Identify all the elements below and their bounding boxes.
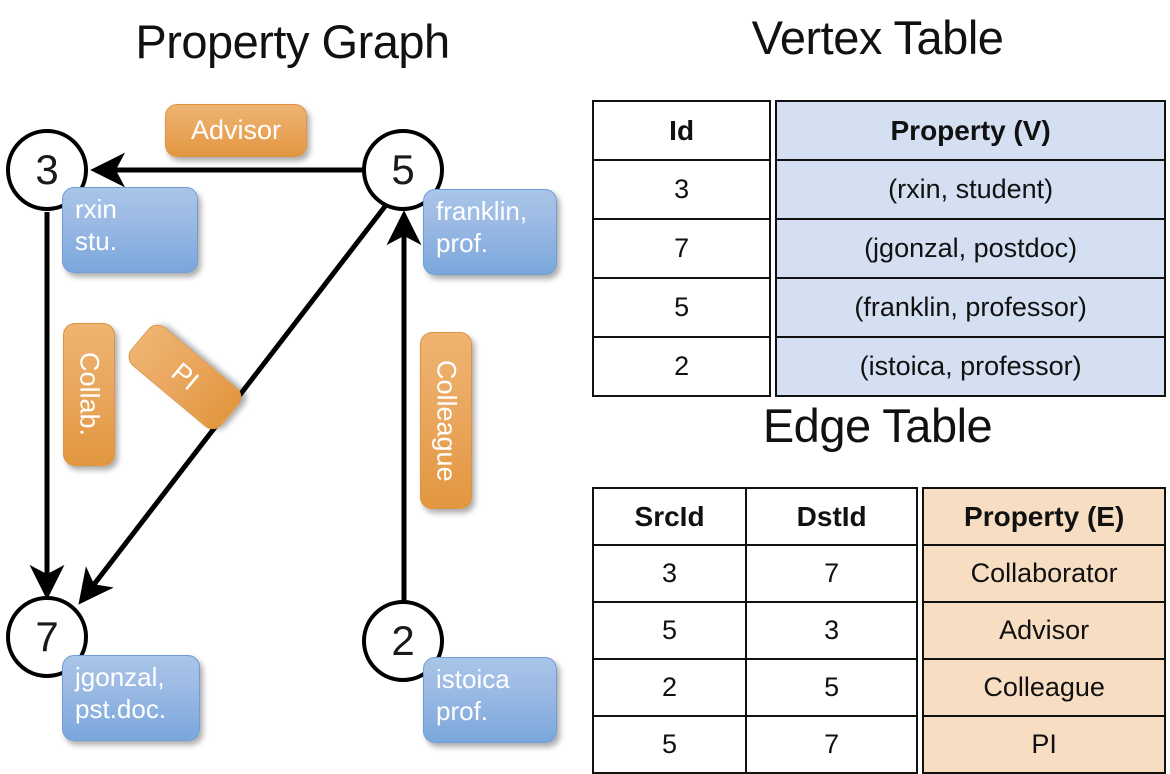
vertex-table-header-id: Id [591,100,772,161]
edge-chip-collab[interactable]: Collab. [63,323,115,466]
vertex-node-5[interactable]: 5 [362,129,444,211]
vertex-chip-istoica-name: istoica [436,664,510,694]
vertex-table-header-row: Id Property (V) [591,100,1166,161]
edge-row-0-dst: 7 [745,544,919,603]
edge-row-2-src: 2 [591,658,748,717]
edge-row-1-src: 5 [591,601,748,660]
vertex-row-3-property: (istoica, professor) [775,336,1166,397]
vertex-table-gap [770,337,777,396]
edge-row-3-property: PI [922,715,1166,774]
edge-table: SrcId DstId Property (E) 3 7 Collaborato… [591,487,1166,774]
vertex-row-2-property: (franklin, professor) [775,277,1166,338]
table-row: 7 (jgonzal, postdoc) [591,218,1166,279]
vertex-table-gap [770,278,777,337]
page-title-edge-table: Edge Table [762,399,993,452]
vertex-chip-franklin-name: franklin, [436,196,528,226]
vertex-chip-rxin-role: stu. [75,225,117,256]
edge-row-1-property: Advisor [922,601,1166,660]
edge-row-0-src: 3 [591,544,748,603]
vertex-node-2[interactable]: 2 [362,600,444,682]
edge-row-2-property: Colleague [922,658,1166,717]
edge-row-0-property: Collaborator [922,544,1166,603]
edge-table-gap [917,659,924,716]
vertex-row-2-id: 5 [591,277,772,338]
table-row: 3 (rxin, student) [591,159,1166,220]
vertex-table: Id Property (V) 3 (rxin, student) 7 (jgo… [591,100,1166,397]
edge-table-gap [917,716,924,773]
vertex-chip-jgonzal-role: pst.doc. [75,693,167,724]
edge-chip-advisor[interactable]: Advisor [165,104,307,157]
vertex-table-gap [770,160,777,219]
page-title-vertex-table: Vertex Table [751,11,1004,64]
edge-row-1-dst: 3 [745,601,919,660]
vertex-chip-rxin[interactable]: rxin stu. [62,187,198,273]
edge-row-3-src: 5 [591,715,748,774]
vertex-table-gap [770,219,777,278]
vertex-chip-jgonzal-name: jgonzal, [75,662,165,692]
vertex-row-1-id: 7 [591,218,772,279]
table-row: 5 3 Advisor [591,601,1166,660]
edge-table-gap [917,602,924,659]
vertex-chip-istoica[interactable]: istoica prof. [423,657,557,743]
page-title-property-graph: Property Graph [135,15,450,68]
property-graph-diagram: 3 5 7 2 rxin stu. franklin, prof. jgonza… [0,0,585,760]
vertex-chip-jgonzal[interactable]: jgonzal, pst.doc. [62,655,200,741]
vertex-node-2-label: 2 [391,617,415,664]
vertex-node-3-label: 3 [35,146,59,193]
vertex-chip-franklin[interactable]: franklin, prof. [423,189,557,275]
table-row: 3 7 Collaborator [591,544,1166,603]
edge-row-3-dst: 7 [745,715,919,774]
edge-row-2-dst: 5 [745,658,919,717]
edge-table-header-property: Property (E) [922,487,1166,546]
vertex-node-7-label: 7 [35,613,59,660]
vertex-row-0-id: 3 [591,159,772,220]
vertex-row-1-property: (jgonzal, postdoc) [775,218,1166,279]
table-row: 2 (istoica, professor) [591,336,1166,397]
vertex-table-gap [770,101,777,160]
vertex-chip-istoica-role: prof. [436,695,489,726]
edge-chip-colleague-label: Colleague [431,359,462,482]
edge-chip-collab-label: Collab. [74,352,105,437]
edge-table-gap [917,488,924,545]
edge-chip-pi-label: PI [165,356,205,397]
vertex-row-0-property: (rxin, student) [775,159,1166,220]
edge-chip-colleague[interactable]: Colleague [420,332,472,509]
vertex-table-header-property: Property (V) [775,100,1166,161]
table-row: 5 7 PI [591,715,1166,774]
edge-table-header-row: SrcId DstId Property (E) [591,487,1166,546]
edge-table-gap [917,545,924,602]
vertex-chip-franklin-role: prof. [436,227,489,258]
vertex-row-3-id: 2 [591,336,772,397]
table-row: 5 (franklin, professor) [591,277,1166,338]
vertex-node-5-label: 5 [391,146,415,193]
edge-table-header-srcid: SrcId [591,487,748,546]
edge-table-header-dstid: DstId [745,487,919,546]
vertex-chip-rxin-name: rxin [75,194,117,224]
edge-chip-advisor-label: Advisor [190,115,282,145]
table-row: 2 5 Colleague [591,658,1166,717]
